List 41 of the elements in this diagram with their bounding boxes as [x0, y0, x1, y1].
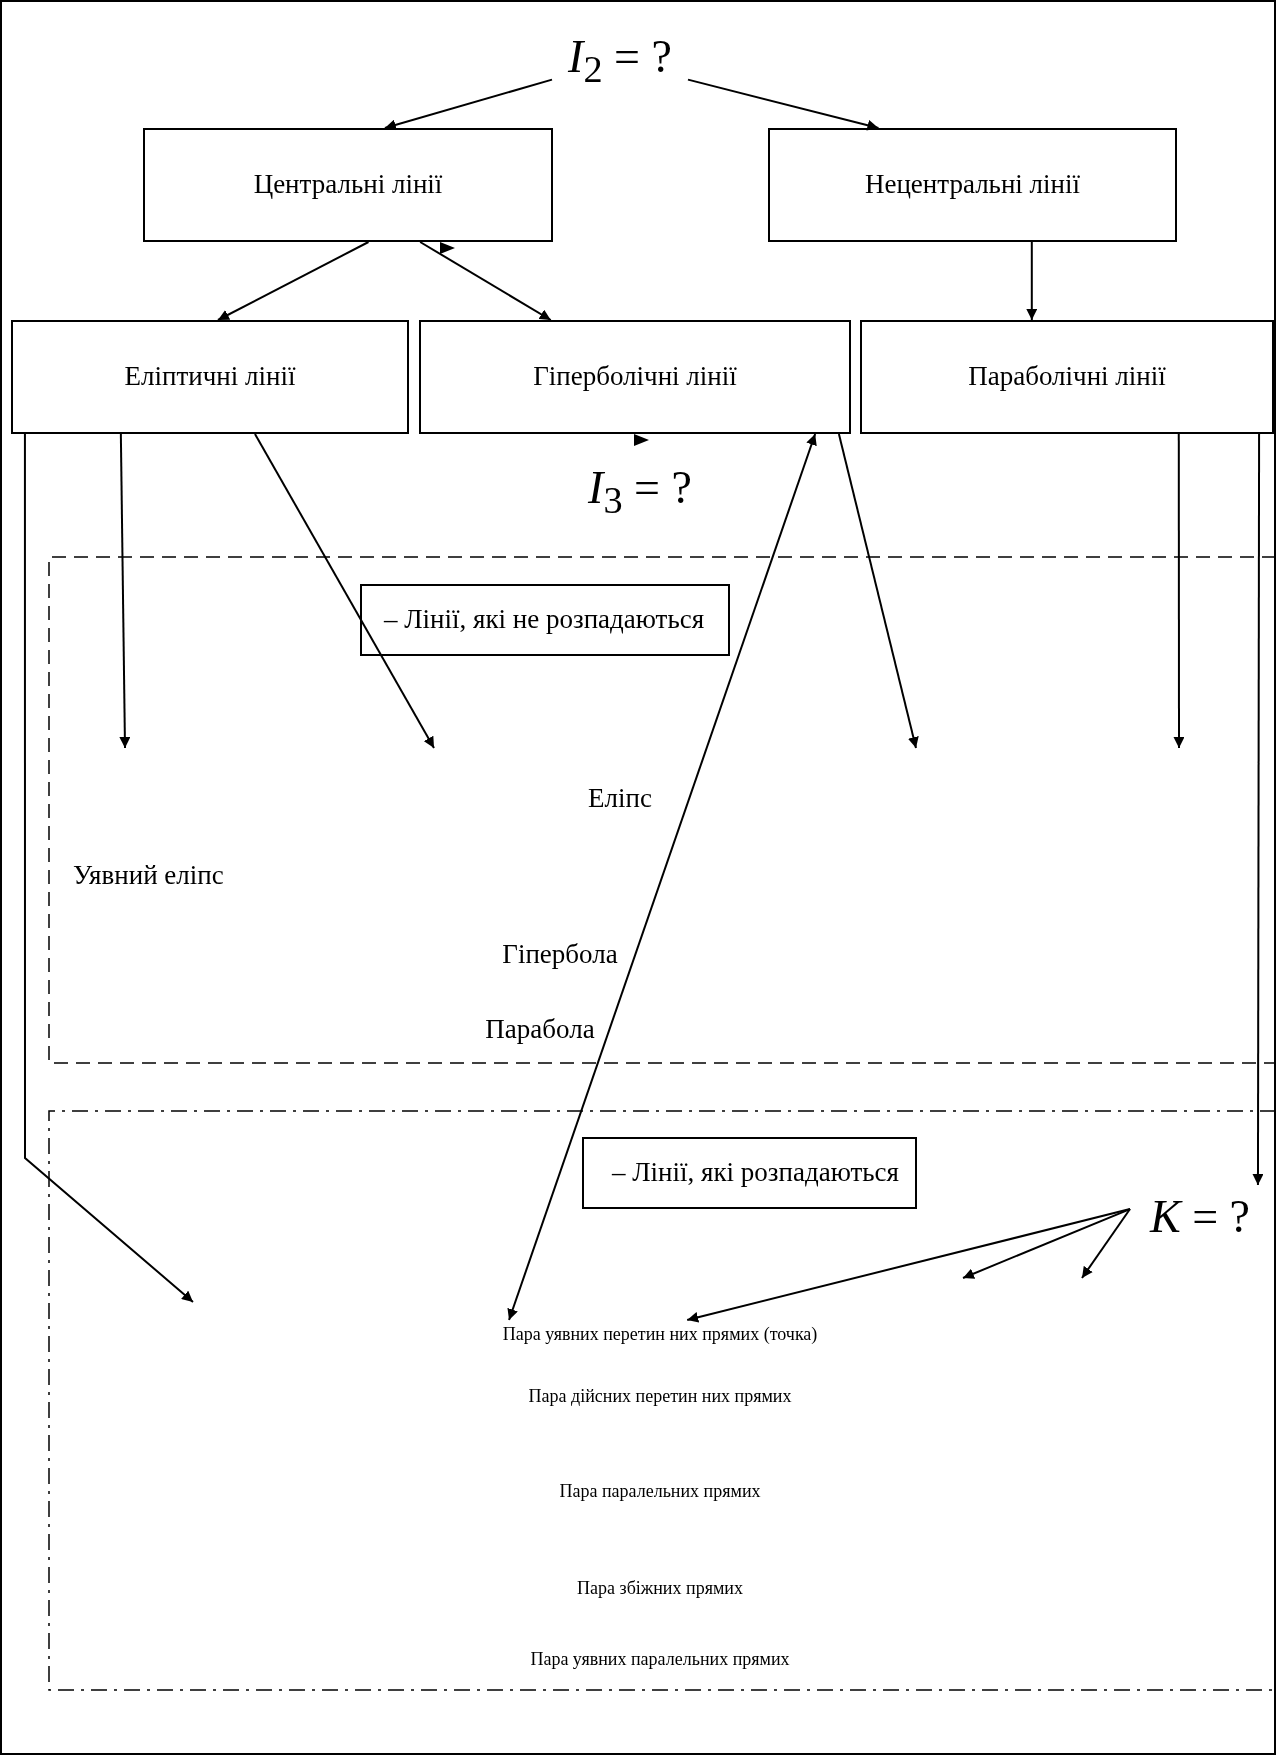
curve-name: Пара паралельних прямих — [559, 1482, 761, 1502]
arrow — [686, 1208, 1131, 1323]
curve-name: Пара уявних перетин них прямих (точка) — [502, 1325, 818, 1345]
arrow — [383, 78, 553, 131]
curve-name: Пара збіжних прямих — [577, 1579, 743, 1599]
formula-text: I$_{2}$ = ? — [568, 31, 672, 91]
box-label: Нецентральні лінії — [864, 170, 1081, 200]
arrow — [253, 433, 435, 749]
process-box — [768, 128, 1177, 242]
arrow — [216, 241, 370, 321]
process-box — [360, 584, 730, 656]
arrow — [507, 433, 817, 1321]
curve-name: Пара уявних паралельних прямих — [530, 1650, 790, 1670]
arrow — [962, 1208, 1131, 1279]
arrow — [23, 433, 194, 1303]
curve-name: Еліпс — [588, 784, 652, 814]
arrow — [837, 433, 919, 749]
box-label: Параболічні лінії — [968, 362, 1166, 392]
arrow — [1252, 433, 1264, 1186]
formula-text: I$_{3}$ = ? — [588, 462, 692, 522]
arrow — [687, 78, 880, 131]
arrow — [1081, 1208, 1131, 1279]
arrow — [419, 241, 552, 321]
arrow — [119, 433, 131, 749]
arrow — [1173, 433, 1185, 749]
process-box — [143, 128, 553, 242]
box-label: Центральні лінії — [253, 170, 443, 200]
box-label: Еліптичні лінії — [124, 362, 296, 392]
curve-name: Уявний еліпс — [73, 861, 224, 891]
process-box — [582, 1137, 917, 1209]
process-box — [419, 320, 851, 434]
curve-name: Парабола — [485, 1015, 595, 1045]
box-label: – Лінії, які не розпадаються — [384, 605, 705, 635]
process-box — [860, 320, 1274, 434]
formula-text: K = ? — [1149, 1192, 1250, 1243]
curve-name: Гіпербола — [502, 940, 618, 970]
curve-name: Пара дійсних перетин них прямих — [528, 1387, 792, 1407]
box-label: – Лінії, які розпадаються — [612, 1158, 899, 1188]
process-box — [11, 320, 409, 434]
arrow — [1026, 241, 1038, 321]
box-label: Гіперболічні лінії — [533, 362, 737, 392]
